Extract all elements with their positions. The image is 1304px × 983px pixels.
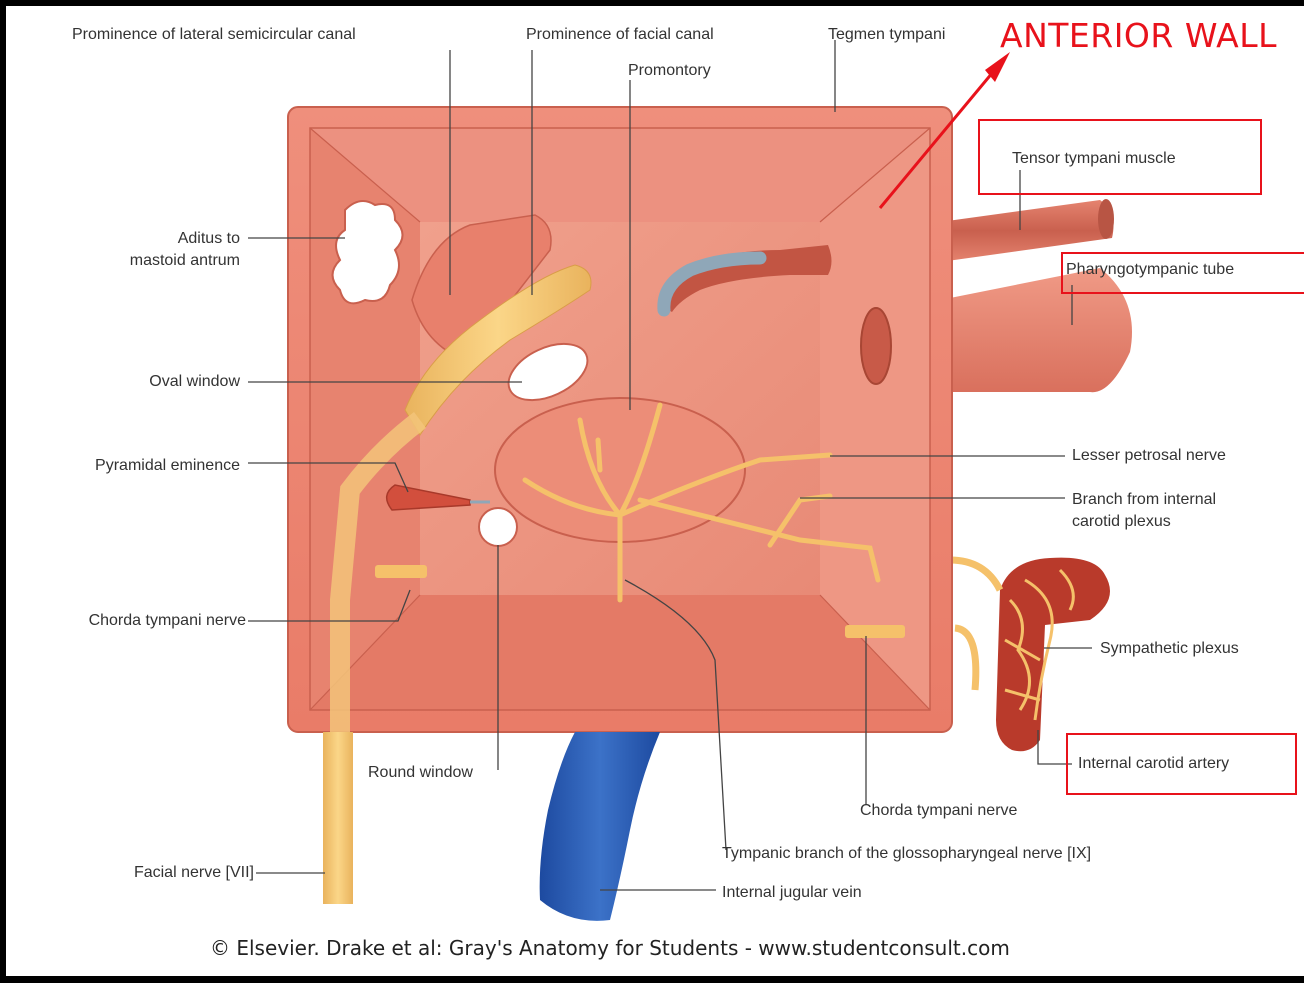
highlight-box-internal-carotid <box>1066 733 1297 795</box>
label-chorda-tympani-left: Chorda tympani nerve <box>20 610 246 632</box>
credit-line: © Elsevier. Drake et al: Gray's Anatomy … <box>210 936 1010 960</box>
label-facial-nerve: Facial nerve [VII] <box>40 862 254 884</box>
internal-jugular-vein <box>540 732 660 921</box>
label-branch-carotid-line1: Branch from internal <box>1072 489 1216 511</box>
round-window <box>479 508 517 546</box>
label-chorda-tympani-right: Chorda tympani nerve <box>860 800 1017 822</box>
facial-nerve <box>323 732 353 904</box>
label-oval-window: Oval window <box>40 371 240 393</box>
label-lesser-petrosal: Lesser petrosal nerve <box>1072 445 1226 467</box>
label-prominence-lateral-canal: Prominence of lateral semicircular canal <box>72 24 356 46</box>
label-aditus-line1: Aditus to <box>40 228 240 250</box>
label-promontory: Promontory <box>628 60 711 82</box>
highlight-box-pharyngotympanic-tube <box>1061 252 1304 294</box>
label-branch-carotid-line2: carotid plexus <box>1072 511 1171 533</box>
anterior-wall-title: ANTERIOR WALL <box>1000 16 1277 55</box>
chorda-tympani-right-segment <box>845 625 905 638</box>
label-tegmen-tympani: Tegmen tympani <box>828 24 945 46</box>
internal-carotid-artery <box>950 558 1110 752</box>
label-aditus-line2: mastoid antrum <box>40 250 240 272</box>
label-tympanic-branch: Tympanic branch of the glossopharyngeal … <box>722 843 1091 865</box>
chorda-tympani-left-segment <box>375 565 427 578</box>
label-pyramidal-eminence: Pyramidal eminence <box>20 455 240 477</box>
label-prominence-facial-canal: Prominence of facial canal <box>526 24 714 46</box>
label-internal-jugular: Internal jugular vein <box>722 882 862 904</box>
highlight-box-tensor-tympani <box>978 119 1262 195</box>
tube-opening <box>861 308 891 384</box>
label-round-window: Round window <box>368 762 473 784</box>
label-sympathetic-plexus: Sympathetic plexus <box>1100 638 1239 660</box>
